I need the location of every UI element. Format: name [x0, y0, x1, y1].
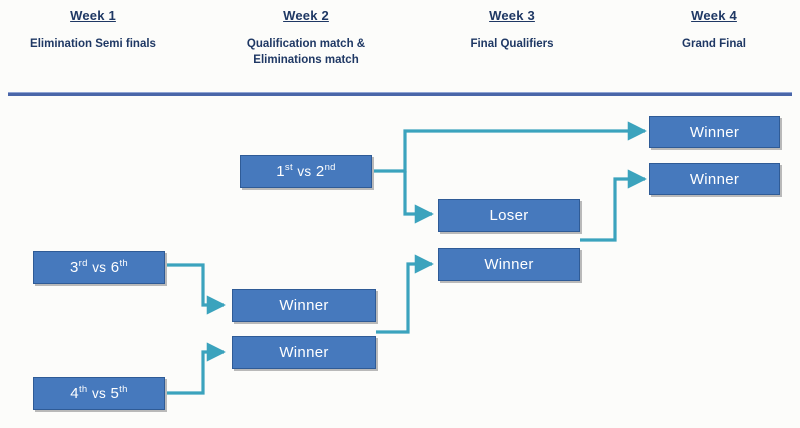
- result-box-week3-winner[interactable]: Winner: [434, 244, 586, 289]
- match-box-label: 3rd vs 6th: [70, 258, 128, 276]
- edge-w3-to-w4b: [580, 169, 647, 242]
- result-box-label: Winner: [279, 297, 329, 314]
- header-title: Week 3: [489, 8, 535, 23]
- result-box-week3-loser[interactable]: Loser: [434, 195, 586, 240]
- result-box-label: Winner: [689, 123, 740, 141]
- match-box-4th-vs-5th[interactable]: 4th vs 5th: [29, 373, 171, 418]
- header-column-week-2: Week 2 Qualification match & Elimination…: [221, 8, 391, 68]
- result-box-label: Winner: [279, 344, 329, 361]
- match-box-3rd-vs-6th[interactable]: 3rd vs 6th: [29, 247, 171, 292]
- result-box-week4-winner-bottom[interactable]: Winner: [645, 159, 786, 203]
- result-box-week4-winner-top[interactable]: Winner: [645, 112, 786, 156]
- edge-w2a-to-w3a: [403, 171, 434, 224]
- header-column-week-3: Week 3 Final Qualifiers: [432, 8, 592, 52]
- edge-w1b-to-w2c: [165, 342, 226, 395]
- result-box-week2-winner-top[interactable]: Winner: [228, 285, 382, 330]
- header-subtitle: Final Qualifiers: [470, 38, 554, 50]
- result-box-week2-winner-bottom[interactable]: Winner: [228, 332, 382, 377]
- header-column-week-4: Week 4 Grand Final: [634, 8, 794, 52]
- match-box-1st-vs-2nd[interactable]: 1st vs 2nd: [236, 151, 378, 196]
- header-column-week-1: Week 1 Elimination Semi finals: [13, 8, 173, 52]
- header-title: Week 1: [70, 8, 116, 23]
- match-box-label: 1st vs 2nd: [276, 162, 336, 180]
- header-subtitle: Elimination Semi finals: [30, 38, 156, 50]
- edge-w1a-to-w2b: [165, 263, 226, 315]
- result-box-label: Winner: [689, 170, 740, 188]
- result-box-label: Loser: [489, 207, 529, 224]
- match-box-label: 4th vs 5th: [70, 384, 128, 402]
- edge-w2-winners-to-w3b: [376, 254, 434, 334]
- header-subtitle: Grand Final: [682, 38, 746, 50]
- header-title: Week 2: [283, 8, 329, 23]
- header-title: Week 4: [691, 8, 737, 23]
- edge-w2a-to-w4a: [372, 121, 647, 173]
- header-subtitle: Qualification match & Eliminations match: [246, 38, 366, 66]
- header-divider: [8, 92, 792, 96]
- result-box-label: Winner: [484, 256, 534, 273]
